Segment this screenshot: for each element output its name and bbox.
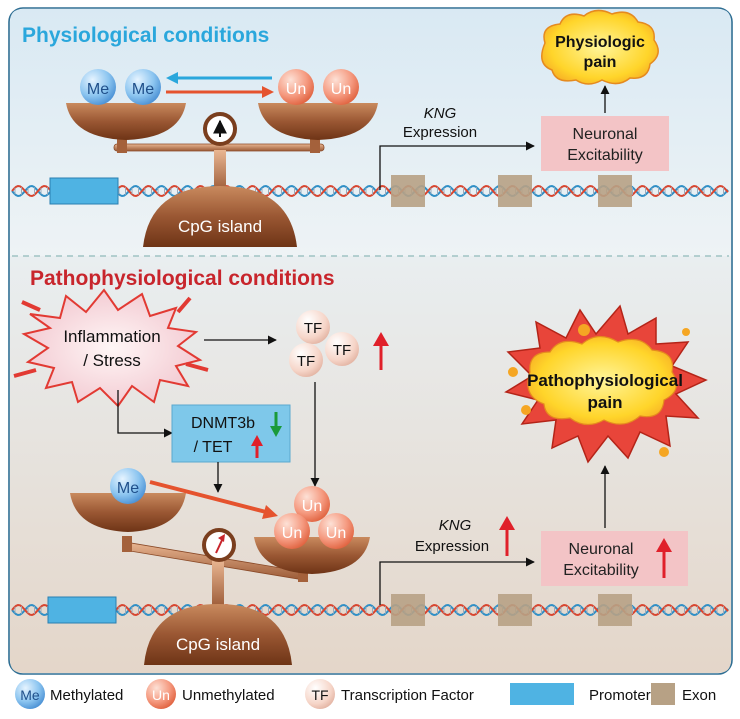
kng-label-top: KNG <box>424 105 457 122</box>
dnmt3b-tet-box <box>171 404 291 463</box>
expression-arrow-bottom <box>379 557 535 605</box>
pathophysiological-pain-line1: Pathophysiological <box>527 371 683 390</box>
expression-up-arrow <box>499 516 515 556</box>
excitability-line2-top: Excitability <box>567 147 643 164</box>
balance-post-right-top <box>310 137 320 153</box>
excitability-line1-bottom: Neuronal <box>569 541 634 558</box>
svg-text:Un: Un <box>152 687 170 703</box>
exon-bottom-1 <box>391 594 425 626</box>
tf-up-arrow <box>373 332 389 370</box>
legend-me-icon: Me <box>15 679 45 709</box>
balance-stem-bottom <box>212 560 224 608</box>
arrow-head-me-to-un <box>262 86 274 98</box>
arrow-head-me-to-un-bottom <box>262 505 278 519</box>
un-ball-bottom-2: Un <box>274 513 310 549</box>
balance-pan-left-bottom <box>70 493 186 532</box>
legend-promoter: Promoter <box>589 687 651 704</box>
legend-transcription-factor: Transcription Factor <box>341 687 474 704</box>
exon-bottom-2 <box>498 594 532 626</box>
promoter-bottom <box>47 596 117 624</box>
tf-circle-3: TF <box>289 343 323 377</box>
svg-text:TF: TF <box>311 687 328 703</box>
balance-pan-left-top <box>66 103 186 140</box>
svg-text:Me: Me <box>87 81 109 98</box>
legend-exon-swatch <box>651 683 675 705</box>
balance-post-right-bottom <box>298 566 308 582</box>
legend-un-icon: Un <box>146 679 176 709</box>
legend-exon: Exon <box>682 687 716 704</box>
kng-label-bottom: KNG <box>439 517 472 534</box>
svg-text:Un: Un <box>302 498 322 515</box>
excitability-up-arrow <box>656 538 672 578</box>
svg-text:TF: TF <box>297 353 315 370</box>
un-ball-bottom-3: Un <box>318 513 354 549</box>
legend: Me Methylated Un Unmethylated TF Transcr… <box>15 679 716 709</box>
balance-pan-right-top <box>258 103 378 140</box>
svg-text:Me: Me <box>20 687 40 703</box>
cpg-island-base-top <box>143 186 297 247</box>
arrow-stress-to-enzyme <box>117 390 173 438</box>
me-ball-top-1: Me <box>80 69 116 105</box>
exon-top-1 <box>391 175 425 207</box>
top-title: Physiological conditions <box>22 24 269 47</box>
tet-up-arrow <box>251 435 263 458</box>
svg-text:Un: Un <box>331 81 351 98</box>
stress-line1: Inflammation <box>63 327 160 346</box>
arrow-head-un-to-me <box>166 72 178 84</box>
svg-text:Me: Me <box>117 480 139 497</box>
promoter-top <box>49 177 119 205</box>
tf-circle-1: TF <box>296 310 330 344</box>
me-ball-bottom: Me <box>110 468 146 504</box>
physiologic-pain-line1: Physiologic <box>555 34 645 51</box>
excitability-line1-top: Neuronal <box>573 126 638 143</box>
cpg-island-label-bottom: CpG island <box>176 635 260 654</box>
svg-text:TF: TF <box>304 320 322 337</box>
physiologic-pain-cloud: Physiologic pain <box>541 9 659 85</box>
me-ball-top-2: Me <box>125 69 161 105</box>
stress-line2: / Stress <box>83 351 141 370</box>
balance-stem-top <box>214 150 226 192</box>
exon-top-2 <box>498 175 532 207</box>
cpg-island-label-top: CpG island <box>178 217 262 236</box>
expression-label-top: Expression <box>403 124 477 141</box>
svg-text:Un: Un <box>286 81 306 98</box>
legend-promoter-swatch <box>510 683 574 705</box>
legend-tf-icon: TF <box>305 679 335 709</box>
bottom-title: Pathophysiological conditions <box>30 267 335 290</box>
dnmt3b-down-arrow <box>270 412 282 437</box>
enzyme-line1: DNMT3b <box>191 415 255 432</box>
exon-bottom-3 <box>598 594 632 626</box>
svg-text:Un: Un <box>326 525 346 542</box>
balance-post-left-top <box>117 137 127 153</box>
un-ball-top-1: Un <box>278 69 314 105</box>
svg-text:Me: Me <box>132 81 154 98</box>
gauge-needle-head-bottom <box>218 534 225 542</box>
svg-text:Un: Un <box>282 525 302 542</box>
inflammation-stress-burst: Inflammation / Stress <box>13 288 209 408</box>
un-ball-bottom-1: Un <box>294 486 330 522</box>
tf-circle-2: TF <box>325 332 359 366</box>
cpg-island-base-bottom <box>144 604 292 665</box>
pathophysiological-pain-line2: pain <box>588 393 623 412</box>
balance-post-left-bottom <box>122 536 132 552</box>
physiologic-pain-line2: pain <box>584 54 617 71</box>
un-ball-top-2: Un <box>323 69 359 105</box>
balance-top: CpG island <box>66 103 378 247</box>
pathophysiological-pain-explosion: Pathophysiological pain <box>504 304 708 464</box>
expression-arrow-top <box>379 141 535 190</box>
legend-methylated: Methylated <box>50 687 123 704</box>
legend-unmethylated: Unmethylated <box>182 687 275 704</box>
neuronal-excitability-box-top <box>541 116 669 171</box>
svg-text:TF: TF <box>333 342 351 359</box>
expression-label-bottom: Expression <box>415 538 489 555</box>
excitability-line2-bottom: Excitability <box>563 562 639 579</box>
exon-top-3 <box>598 175 632 207</box>
enzyme-line2: / TET <box>194 439 233 456</box>
arrow-me-to-un-bottom <box>149 480 267 514</box>
